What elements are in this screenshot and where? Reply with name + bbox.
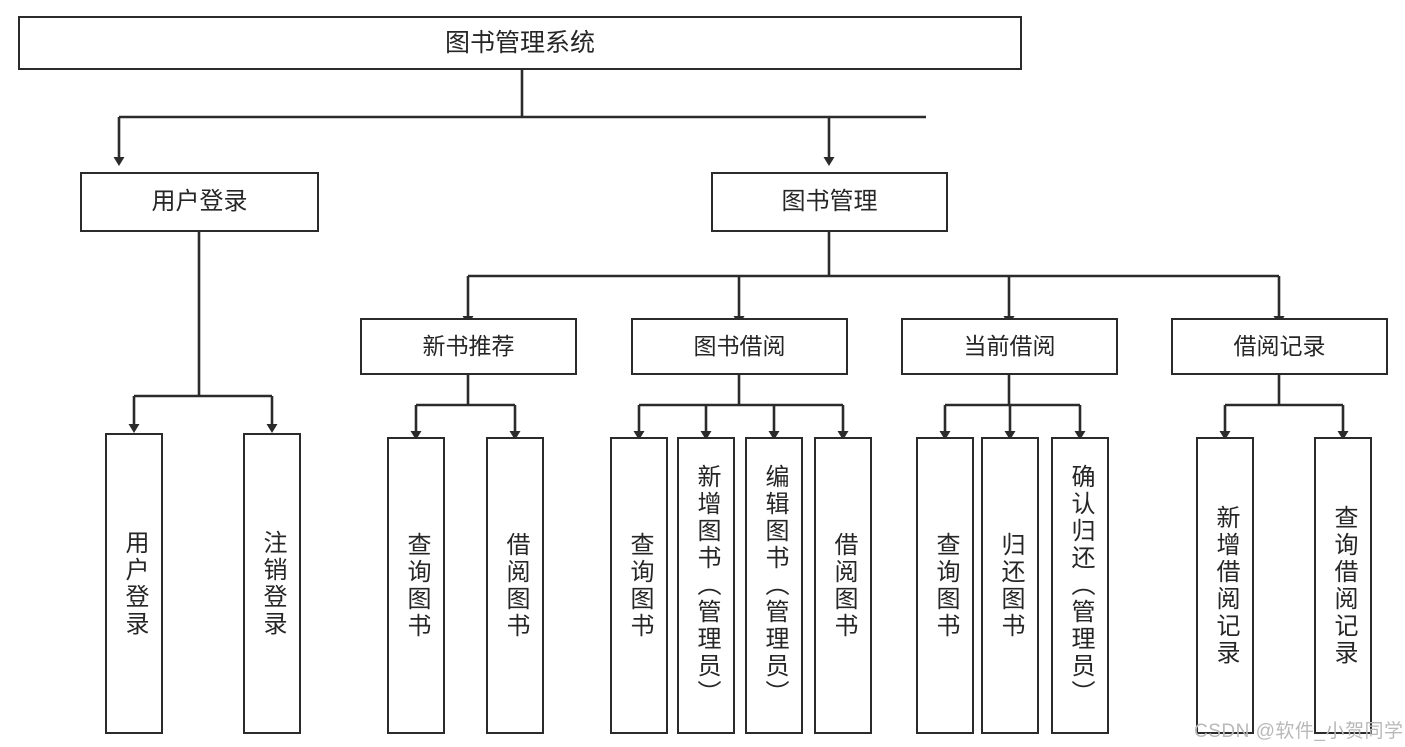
leaf-query-borrow-record-label: 查询借阅记录: [1330, 504, 1357, 667]
leaf-user-login[interactable]: 用户登录: [105, 433, 163, 734]
leaf-borrow-book-borrow-label: 借阅图书: [830, 531, 857, 640]
node-user-login-label: 用户登录: [151, 187, 248, 215]
node-root[interactable]: 图书管理系统: [18, 16, 1022, 70]
node-borrow-record-label: 借阅记录: [1233, 332, 1326, 359]
leaf-query-book-newbook-label: 查询图书: [403, 531, 430, 640]
node-borrow-record[interactable]: 借阅记录: [1171, 318, 1388, 375]
leaf-confirm-return-admin-label: 确认归还（管理员）: [1067, 464, 1094, 707]
leaf-query-book-current-label: 查询图书: [932, 531, 959, 640]
leaf-add-book-admin-label: 新增图书（管理员）: [693, 464, 720, 707]
leaf-query-book-borrow-label: 查询图书: [626, 531, 653, 640]
node-current-borrow-label: 当前借阅: [963, 332, 1056, 359]
leaf-borrow-book-newbook[interactable]: 借阅图书: [486, 437, 544, 734]
leaf-logout[interactable]: 注销登录: [243, 433, 301, 734]
leaf-add-borrow-record-label: 新增借阅记录: [1212, 504, 1239, 667]
leaf-user-login-label: 用户登录: [121, 529, 148, 638]
leaf-edit-book-admin-label: 编辑图书（管理员）: [761, 464, 788, 707]
node-user-login[interactable]: 用户登录: [80, 172, 319, 232]
watermark-text: CSDN @软件_小贺同学: [1194, 721, 1404, 742]
leaf-query-book-borrow[interactable]: 查询图书: [610, 437, 668, 734]
leaf-edit-book-admin[interactable]: 编辑图书（管理员）: [745, 437, 803, 734]
leaf-borrow-book-borrow[interactable]: 借阅图书: [814, 437, 872, 734]
node-new-book-recommend-label: 新书推荐: [422, 332, 515, 359]
leaf-add-borrow-record[interactable]: 新增借阅记录: [1196, 437, 1254, 734]
leaf-return-book-label: 归还图书: [997, 531, 1024, 640]
node-current-borrow[interactable]: 当前借阅: [901, 318, 1118, 375]
node-new-book-recommend[interactable]: 新书推荐: [360, 318, 577, 375]
leaf-query-borrow-record[interactable]: 查询借阅记录: [1314, 437, 1372, 734]
node-book-management[interactable]: 图书管理: [711, 172, 948, 232]
leaf-return-book[interactable]: 归还图书: [981, 437, 1039, 734]
leaf-confirm-return-admin[interactable]: 确认归还（管理员）: [1051, 437, 1109, 734]
node-book-management-label: 图书管理: [781, 187, 878, 215]
node-book-borrow[interactable]: 图书借阅: [631, 318, 848, 375]
leaf-borrow-book-newbook-label: 借阅图书: [502, 531, 529, 640]
leaf-logout-label: 注销登录: [259, 529, 286, 638]
leaf-query-book-current[interactable]: 查询图书: [916, 437, 974, 734]
node-root-label: 图书管理系统: [444, 29, 595, 57]
leaf-query-book-newbook[interactable]: 查询图书: [387, 437, 445, 734]
node-book-borrow-label: 图书借阅: [693, 332, 786, 359]
leaf-add-book-admin[interactable]: 新增图书（管理员）: [677, 437, 735, 734]
